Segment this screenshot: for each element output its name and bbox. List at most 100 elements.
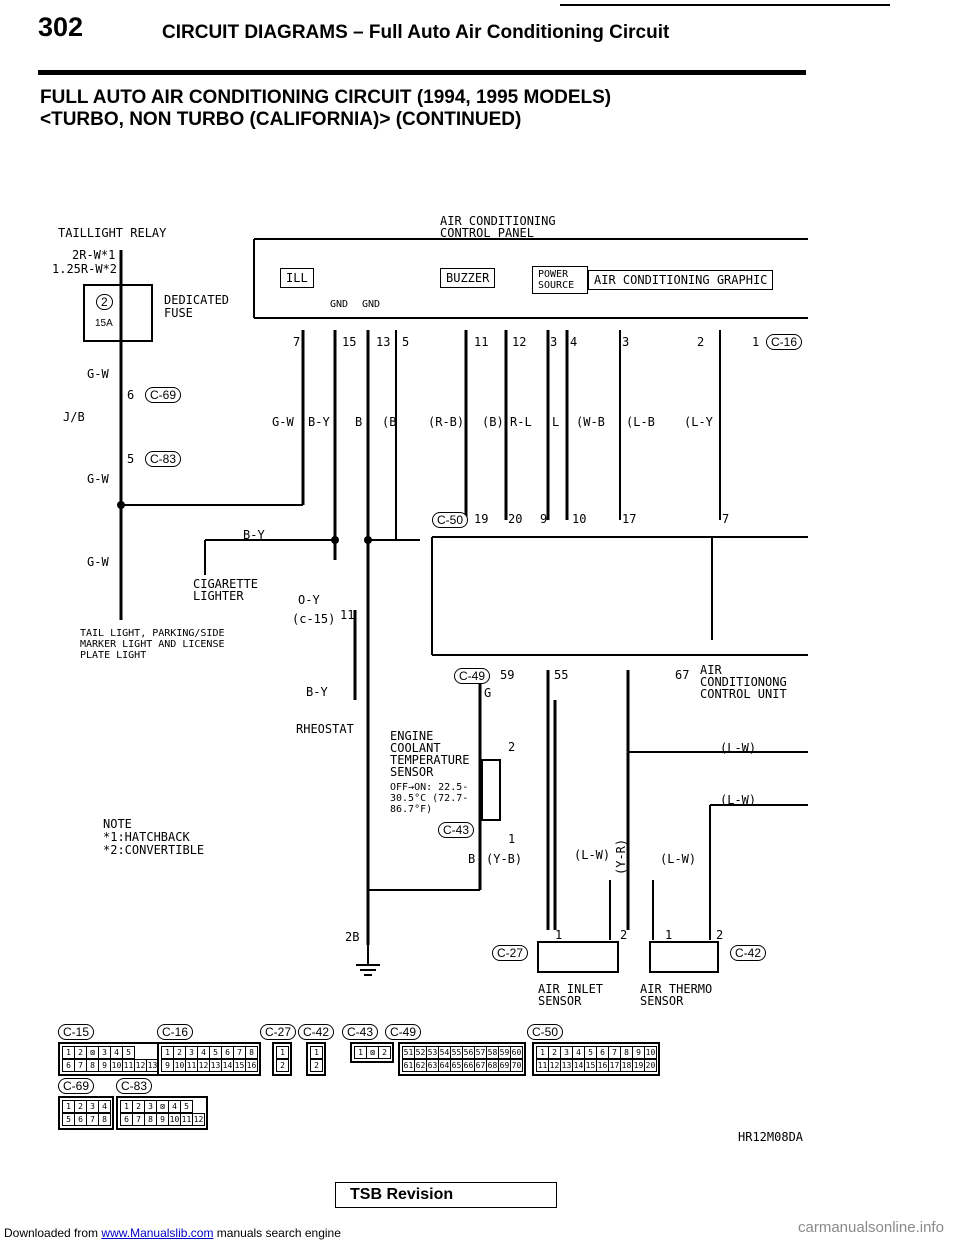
c16-pin: 7 [293,335,301,349]
c27-view-label: C-27 [260,1024,297,1040]
wire-color: (L-B [626,415,655,429]
download-footer: Downloaded from www.Manualslib.com manua… [4,1226,341,1240]
c16-pin: 12 [512,335,527,349]
page-subtitle: <TURBO, NON TURBO (CALIFORNIA)> (CONTINU… [40,109,522,130]
pin: 70 [510,1059,523,1072]
c69-pin: 6 [127,388,135,402]
ect-pin-2: 2 [508,740,516,754]
c16-pin: 13 [376,335,391,349]
page-number: 302 [38,12,84,42]
fuse-amp: 15A [95,318,113,329]
tail-light-label: TAIL LIGHT, PARKING/SIDE MARKER LIGHT AN… [80,628,225,661]
pin: 1 [310,1046,323,1059]
air-inlet-sensor-label: AIR INLET SENSOR [538,982,604,1008]
wire-color: (B) [482,415,504,429]
b-wire-label: B [468,852,476,866]
pin-row: 11 12 13 14 15 16 17 18 19 20 [536,1059,657,1072]
power-source-box: POWER SOURCE [532,266,588,294]
rheostat-label: RHEOSTAT [296,722,354,736]
lw-wire-3: (L-W) [574,848,611,862]
c50-pin: 17 [622,512,637,526]
g-label: G [484,686,492,700]
pin-row: 1 2 ⊠ 3 4 5 [62,1046,158,1059]
c69-view: 1 2 3 4 5 6 7 8 [58,1096,114,1130]
c27-view: 1 2 [272,1042,292,1076]
c50-pin: 19 [474,512,489,526]
c15-pin-number: 11 [340,608,355,622]
c43-view: 1 ⊠ 2 [350,1042,394,1063]
pin-row: 61 62 63 64 65 66 67 68 69 70 [402,1059,523,1072]
ac-graphic-box: AIR CONDITIONING GRAPHIC [588,270,774,290]
wire-2r-label: 2R-W*1 [72,248,116,262]
wire-color: B-Y [308,415,330,429]
by-wire-label: B-Y [243,528,265,542]
sensor-pin: 1 [665,928,673,942]
c49-view-label: C-49 [385,1024,422,1040]
wire-color: (R-B) [428,415,465,429]
c50-pin: 9 [540,512,548,526]
c69-connector-label: C-69 [145,387,182,403]
c16-pin: 4 [570,335,578,349]
gnd-1-label: GND [330,299,349,310]
c15-view: 1 2 ⊠ 3 4 5 6 7 8 9 10 11 12 13 [58,1042,162,1076]
c16-pin: 2 [697,335,705,349]
yb-wire-label: (Y-B) [486,852,523,866]
section-title: CIRCUIT DIAGRAMS – Full Auto Air Conditi… [162,22,670,43]
pin: 2 [276,1059,289,1072]
pin: 12 [192,1113,205,1126]
reference-code: HR12M08DA [738,1130,804,1144]
sensor-pin: 2 [716,928,724,942]
gnd-2-label: GND [362,299,381,310]
pin: 8 [245,1046,258,1059]
taillight-relay-label: TAILLIGHT RELAY [58,226,167,240]
jb-label: J/B [63,410,85,424]
wire-color: B [355,415,363,429]
c16-pin: 15 [342,335,357,349]
c16-view-label: C-16 [157,1024,194,1040]
c16-pin: 1 [752,335,760,349]
pin: 16 [245,1059,258,1072]
c16-pin: 3 [550,335,558,349]
c16-pin: 5 [402,335,410,349]
gw-low-label: G-W [87,555,109,569]
c42-view-label: C-42 [298,1024,335,1040]
yr-wire-label: (Y-R) [614,838,628,875]
pin: 5 [180,1100,193,1113]
manualslib-link[interactable]: www.Manualslib.com [101,1226,214,1240]
gw-top-label: G-W [87,367,109,381]
c69-view-label: C-69 [58,1078,95,1094]
pin: 8 [98,1113,111,1126]
c50-pin: 10 [572,512,587,526]
gw-mid-label: G-W [87,472,109,486]
c16-pin: 11 [474,335,489,349]
pin-row: 9 10 11 12 13 14 15 16 [161,1059,258,1072]
c83-pin: 5 [127,452,135,466]
c50-view: 1 2 3 4 5 6 7 8 9 10 11 12 13 14 15 16 1… [532,1042,660,1076]
pin: 1 [276,1046,289,1059]
pin-row: 51 52 53 54 55 56 57 58 59 60 [402,1046,523,1059]
ac-control-panel-label: AIR CONDITIONING CONTROL PANEL [440,214,556,240]
tsb-revision-box: TSB Revision [335,1182,557,1208]
c42-connector-label: C-42 [730,945,767,961]
pin-row: 1 2 3 4 [62,1100,111,1113]
c83-view-label: C-83 [116,1078,153,1094]
wire-color: (L-Y [684,415,713,429]
c50-connector-label: C-50 [432,512,469,528]
fuse-number: 2 [96,294,113,310]
page-title: FULL AUTO AIR CONDITIONING CIRCUIT (1994… [40,87,612,108]
pin-row: 5 6 7 8 [62,1113,111,1126]
c16-view: 1 2 3 4 5 6 7 8 9 10 11 12 13 14 15 16 [157,1042,261,1076]
c49-view: 51 52 53 54 55 56 57 58 59 60 61 62 63 6… [398,1042,526,1076]
ect-spec-label: OFF→ON: 22.5-30.5°C (72.7-86.7°F) [390,782,469,815]
cigarette-lighter-label: CIGARETTE LIGHTER [193,577,259,603]
c49-pin: 67 [675,668,690,682]
c49-connector-label: C-49 [454,668,491,684]
pin-row: 6 7 8 9 10 11 12 [120,1113,205,1126]
c42-view: 1 2 [306,1042,326,1076]
c15-pin-label: (c-15) [292,612,336,626]
pin-row: 1 2 3 4 5 6 7 8 9 10 [536,1046,657,1059]
pin: 5 [122,1046,135,1059]
buzzer-box: BUZZER [440,268,496,288]
by-lower-label: B-Y [306,685,328,699]
